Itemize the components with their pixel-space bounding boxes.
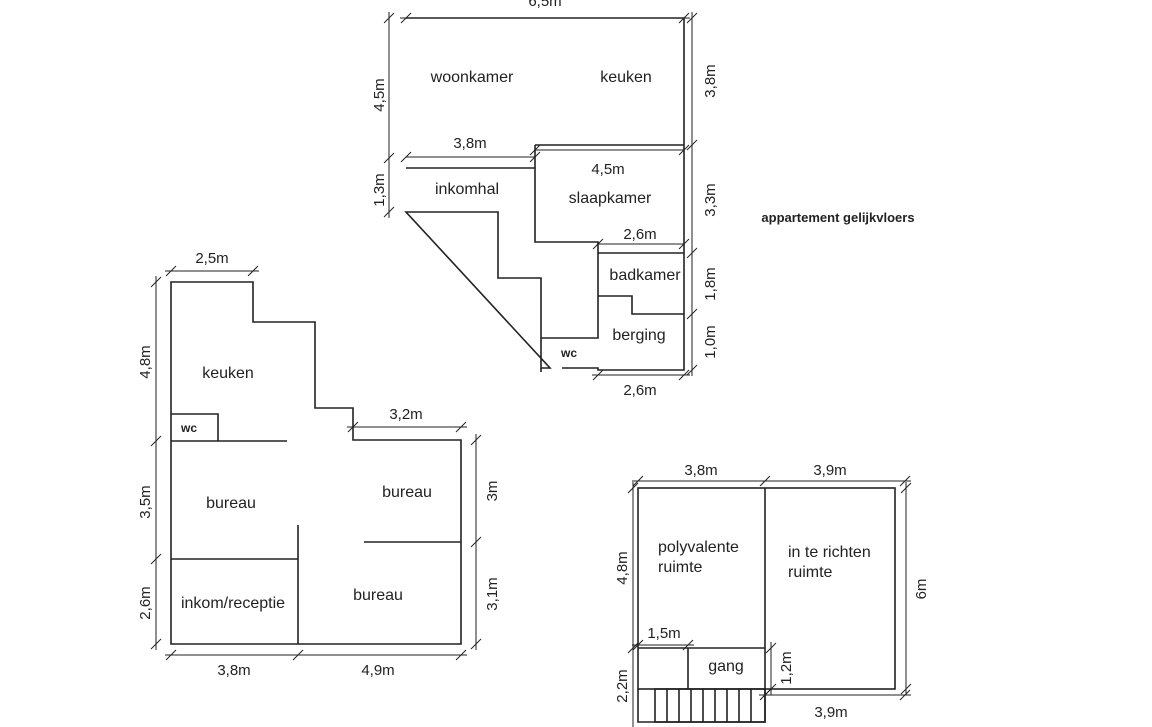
room-label-woonkamer: woonkamer <box>430 69 514 86</box>
room-label-bureau-left: bureau <box>206 495 256 512</box>
dim-apartment-left-upper: 4,5m <box>371 78 388 111</box>
room-label-keuken: keuken <box>600 69 652 86</box>
room-label-office-keuken: keuken <box>202 365 254 382</box>
dim-hall-bottom-right: 3,9m <box>814 704 847 721</box>
dim-apartment-right-upper: 3,8m <box>702 64 719 97</box>
room-label-inkom-receptie: inkom/receptie <box>181 595 285 612</box>
office-dimensions: 2,5m 4,8m 3,5m 2,6m 3,2m 3m 3,1m 3,8m 4,… <box>137 250 501 679</box>
staircase-icon <box>654 688 766 723</box>
dim-apartment-bottom: 2,6m <box>623 382 656 399</box>
dim-office-left-upper: 4,8m <box>137 345 154 378</box>
dim-apartment-right-storage: 1,0m <box>702 325 719 358</box>
hall-outline <box>637 487 896 690</box>
room-label-polyvalente-2: ruimte <box>658 559 703 576</box>
room-label-office-wc: wc <box>180 421 197 435</box>
office-wc-box <box>171 413 219 441</box>
hall-lower-extension <box>637 689 766 723</box>
room-label-badkamer: badkamer <box>609 267 681 284</box>
room-label-polyvalente: polyvalente <box>658 539 739 556</box>
dim-hall-top-left: 3,8m <box>684 462 717 479</box>
hall-plan: 3,8m 3,9m 4,8m 2,2m 1,5m 1,2m 6m 3,9m po… <box>614 462 930 727</box>
dim-hall-top-right: 3,9m <box>813 462 846 479</box>
dim-hall-left-upper: 4,8m <box>614 551 631 584</box>
dim-apartment-bedroom: 4,5m <box>591 161 624 178</box>
room-label-in-te-richten: in te richten <box>788 544 871 561</box>
dim-office-mid: 3,2m <box>389 406 422 423</box>
dim-office-right-mid: 3m <box>484 481 501 502</box>
apartment-dimensions: 6,5m 4,5m 1,3m 3,8m 4,5m 2,6m 3,8m 3,3m … <box>371 0 719 399</box>
dim-hall-right: 6m <box>913 579 930 600</box>
apartment-plan: 6,5m 4,5m 1,3m 3,8m 4,5m 2,6m 3,8m 3,3m … <box>371 0 719 399</box>
dim-office-bottom-left: 3,8m <box>217 662 250 679</box>
room-label-wc: wc <box>560 346 577 360</box>
room-label-berging: berging <box>612 327 665 344</box>
office-outline <box>170 281 462 645</box>
office-plan: 2,5m 4,8m 3,5m 2,6m 3,2m 3m 3,1m 3,8m 4,… <box>137 250 501 679</box>
dim-office-left-mid: 3,5m <box>137 485 154 518</box>
dim-apartment-bath: 2,6m <box>623 226 656 243</box>
room-label-bureau-bottom: bureau <box>353 587 403 604</box>
room-label-inkomhal: inkomhal <box>435 181 499 198</box>
dim-hall-corridor: 1,5m <box>647 625 680 642</box>
dim-apartment-right-bath: 1,8m <box>702 267 719 300</box>
dim-hall-mid: 1,2m <box>778 651 795 684</box>
plan-caption: appartement gelijkvloers <box>761 210 914 225</box>
dim-office-left-lower: 2,6m <box>137 586 154 619</box>
dim-office-right-lower: 3,1m <box>484 577 501 610</box>
room-label-bureau-right: bureau <box>382 484 432 501</box>
dim-office-bottom-right: 4,9m <box>361 662 394 679</box>
room-label-in-te-richten-2: ruimte <box>788 564 833 581</box>
apartment-wall-bedroom-left <box>534 145 599 339</box>
room-label-slaapkamer: slaapkamer <box>569 190 652 207</box>
hall-dimensions: 3,8m 3,9m 4,8m 2,2m 1,5m 1,2m 6m 3,9m <box>614 462 930 727</box>
dim-apartment-mid: 3,8m <box>453 135 486 152</box>
dim-office-top: 2,5m <box>195 250 228 267</box>
room-label-gang: gang <box>708 658 744 675</box>
apartment-wall-bath-storage <box>598 295 684 315</box>
dim-apartment-right-bedroom: 3,3m <box>702 183 719 216</box>
dim-hall-left-lower: 2,2m <box>614 669 631 702</box>
dim-apartment-top: 6,5m <box>528 0 561 10</box>
dim-apartment-left-hall: 1,3m <box>371 173 388 206</box>
